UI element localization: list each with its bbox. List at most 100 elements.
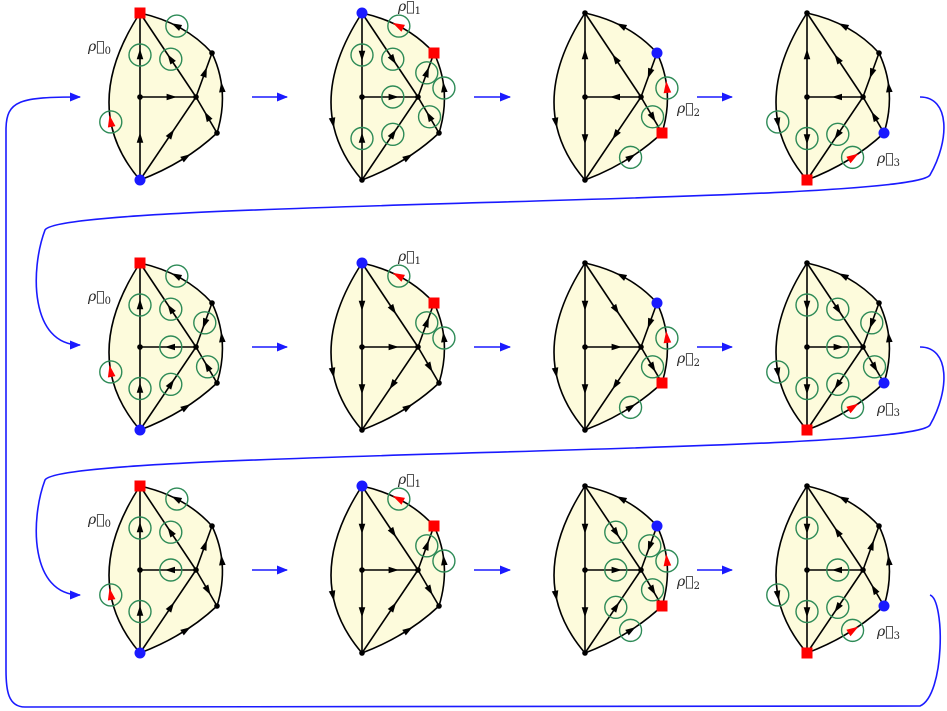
- rho-label-0: ρ⃗0: [87, 289, 111, 307]
- sink-vertex-marker: [656, 600, 668, 612]
- vertex: [582, 344, 588, 350]
- edge-BR2: [139, 132, 218, 181]
- highlight-circle: [618, 395, 643, 420]
- rho-label-1: ρ⃗1: [397, 472, 421, 490]
- edge-TH: [806, 262, 864, 348]
- highlight-circle: [618, 145, 643, 170]
- vertex: [860, 567, 866, 573]
- edge-TL: [330, 262, 363, 431]
- source-vertex-marker: [356, 7, 368, 19]
- vertex: [804, 94, 810, 100]
- highlight-circle: [840, 618, 865, 643]
- rho-label-3: ρ⃗3: [876, 401, 900, 419]
- edge-BR2: [361, 132, 440, 181]
- source-vertex-marker: [878, 600, 890, 612]
- source-vertex-marker: [878, 377, 890, 389]
- rho-label-2: ρ⃗2: [676, 101, 700, 119]
- edge-TL: [108, 12, 141, 181]
- highlight-circle: [415, 534, 439, 558]
- edge-BH: [139, 569, 197, 654]
- vertex: [876, 523, 882, 529]
- edge-TL: [108, 262, 141, 431]
- vertex: [582, 260, 588, 266]
- highlight-circle: [860, 311, 884, 335]
- edge-TH: [584, 485, 642, 571]
- edge-BH: [361, 96, 419, 181]
- highlight-circle: [655, 76, 679, 100]
- edge-TL: [553, 485, 586, 654]
- vertex: [193, 94, 199, 100]
- row-wrap-connector-1: [35, 96, 945, 350]
- highlight-circle: [795, 599, 819, 624]
- panel-r3-c3: ρ⃗2: [551, 483, 700, 656]
- rho-label-2: ρ⃗2: [676, 574, 700, 592]
- vertex: [137, 567, 143, 573]
- vertex: [582, 650, 588, 656]
- highlight-circle: [99, 360, 123, 384]
- vertex: [209, 50, 215, 56]
- source-vertex-marker: [134, 174, 146, 186]
- sink-vertex-marker: [801, 174, 813, 186]
- source-vertex-marker: [651, 47, 663, 59]
- panel-r1-c1: ρ⃗0: [87, 7, 226, 186]
- edge-TL: [330, 485, 363, 654]
- vertex: [214, 130, 220, 136]
- highlight-circle: [387, 14, 411, 38]
- highlight-circle: [640, 578, 665, 602]
- highlight-circle: [432, 326, 456, 350]
- vertex: [415, 94, 421, 100]
- vertex: [359, 650, 365, 656]
- highlight-circle: [826, 335, 850, 359]
- loop-back-connector: [5, 92, 942, 708]
- vertex: [582, 177, 588, 183]
- vertex: [804, 344, 810, 350]
- vertex: [638, 94, 644, 100]
- panel-r1-c2: ρ⃗1: [328, 0, 456, 183]
- highlight-circle: [795, 376, 819, 401]
- rho-label-0: ρ⃗0: [87, 39, 111, 57]
- rho-label-0: ρ⃗0: [87, 512, 111, 530]
- highlight-circle: [640, 355, 665, 379]
- edge-BH: [139, 96, 197, 181]
- vertex: [582, 483, 588, 489]
- rho-label-1: ρ⃗1: [397, 0, 421, 17]
- edge-BR2: [584, 382, 663, 431]
- edge-TL: [775, 12, 808, 181]
- vertex: [193, 567, 199, 573]
- panel-r3-c1: ρ⃗0: [87, 480, 226, 659]
- edge-BH: [139, 346, 197, 431]
- vertex: [137, 344, 143, 350]
- highlight-circle: [387, 264, 411, 288]
- vertex: [137, 94, 143, 100]
- edge-BH: [361, 569, 419, 654]
- vertex: [209, 300, 215, 306]
- rho-label-3: ρ⃗3: [876, 624, 900, 642]
- vertex: [582, 427, 588, 433]
- edge-BH: [584, 569, 642, 654]
- edge-TH: [361, 485, 419, 571]
- vertex: [436, 603, 442, 609]
- highlight-circle: [604, 520, 628, 544]
- highlight-circle: [159, 47, 183, 71]
- sink-vertex-marker: [134, 480, 146, 492]
- highlight-circle: [128, 43, 152, 67]
- panel-r2-c1: ρ⃗0: [87, 257, 226, 436]
- source-vertex-marker: [356, 480, 368, 492]
- vertex: [209, 523, 215, 529]
- highlight-circle: [159, 372, 183, 397]
- highlight-circle: [159, 297, 183, 321]
- edge-BR2: [139, 605, 218, 654]
- vertex: [214, 380, 220, 386]
- highlight-circle: [128, 293, 152, 317]
- vertex: [193, 344, 199, 350]
- highlight-circle: [638, 534, 662, 558]
- panel-r3-c2: ρ⃗1: [328, 472, 456, 656]
- vertex: [860, 94, 866, 100]
- edge-BR2: [361, 605, 440, 654]
- sink-vertex-marker: [656, 127, 668, 139]
- vertex: [876, 50, 882, 56]
- source-vertex-marker: [651, 520, 663, 532]
- vertex: [638, 567, 644, 573]
- panel-r3-c4: ρ⃗3: [766, 483, 900, 659]
- highlight-circle: [99, 583, 123, 607]
